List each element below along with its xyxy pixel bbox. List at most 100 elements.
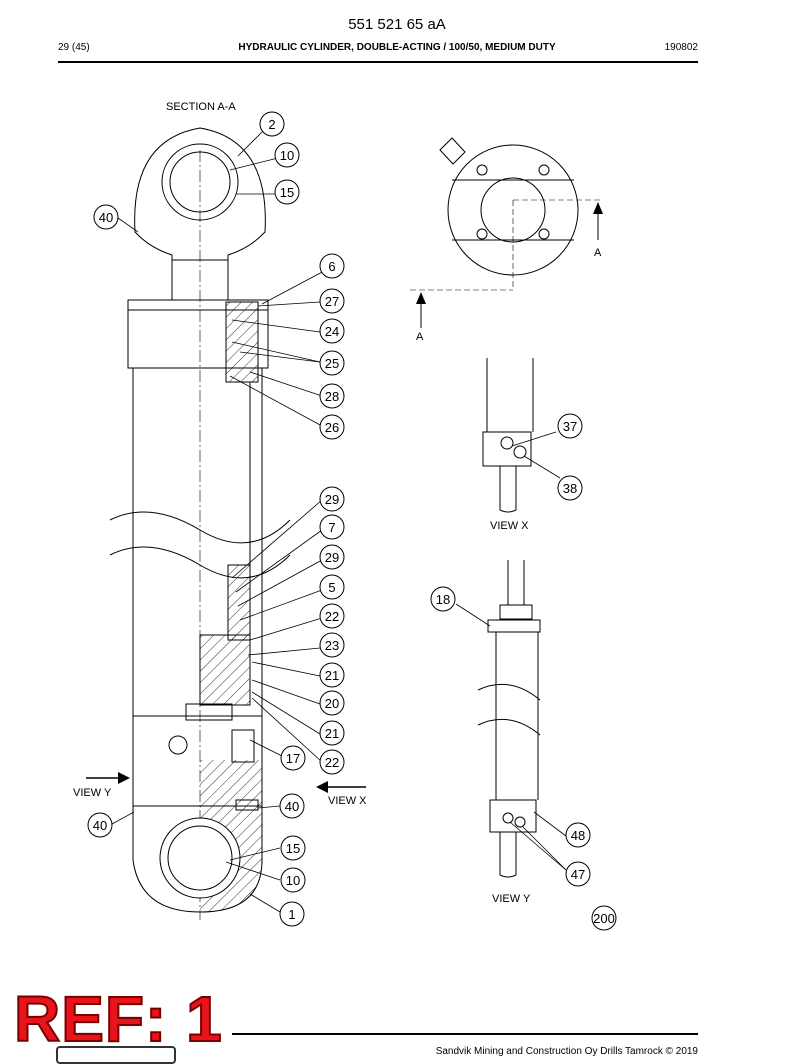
- page-number: 29 (45): [58, 42, 90, 53]
- callout-circle: [280, 835, 306, 861]
- callout-2: 2: [259, 111, 285, 137]
- callout-number: 29: [325, 550, 339, 565]
- callout-20: 20: [319, 690, 345, 716]
- callout-number: 15: [286, 841, 300, 856]
- grease-nipple: [235, 799, 259, 811]
- section-arrow-left: [416, 292, 426, 304]
- callout-25: 25: [319, 350, 345, 376]
- callout-number: 48: [571, 828, 585, 843]
- view-y-drawing: [477, 560, 541, 878]
- callout-number: 20: [325, 696, 339, 711]
- callout-10: 10: [280, 867, 306, 893]
- callout-number: 28: [325, 389, 339, 404]
- callout-37: 37: [557, 413, 583, 439]
- copyright-text: Sandvik Mining and Construction Oy Drill…: [435, 1046, 698, 1057]
- callout-circle: [557, 413, 583, 439]
- callout-number: 22: [325, 755, 339, 770]
- callout-circle: [319, 749, 345, 775]
- callout-number: 1: [288, 907, 295, 922]
- callout-number: 6: [328, 259, 335, 274]
- head-section-hatch: [225, 301, 259, 383]
- callout-circle: [274, 142, 300, 168]
- callout-circle: [279, 793, 305, 819]
- top-rod-eye: [134, 127, 266, 261]
- callout-5: 5: [319, 574, 345, 600]
- callout-number: 5: [328, 580, 335, 595]
- callout-40: 40: [93, 204, 119, 230]
- callout-bubbles: 2 10 15 40 6 27 24 25 28 26 29 7 29 5 22 23 21 20 21 22 17 40…: [87, 111, 617, 931]
- callout-circle: [557, 475, 583, 501]
- callout-circle: [319, 253, 345, 279]
- piston-section-hatch: [227, 564, 251, 641]
- callout-48: 48: [565, 822, 591, 848]
- callout-circle: [259, 111, 285, 137]
- callout-10: 10: [274, 142, 300, 168]
- callout-22: 22: [319, 749, 345, 775]
- callout-circle: [319, 690, 345, 716]
- callout-number: 21: [325, 726, 339, 741]
- callout-circle: [319, 486, 345, 512]
- callout-number: 10: [280, 148, 294, 163]
- end-view: [410, 137, 603, 328]
- callout-circle: [319, 574, 345, 600]
- callout-38: 38: [557, 475, 583, 501]
- section-label: SECTION A-A: [166, 101, 236, 113]
- callout-number: 10: [286, 873, 300, 888]
- callout-circle: [319, 662, 345, 688]
- view-y-caption: VIEW Y: [492, 893, 531, 905]
- view-x-arrow: [316, 781, 328, 793]
- callout-number: 23: [325, 638, 339, 653]
- callout-21: 21: [319, 662, 345, 688]
- callout-29: 29: [319, 544, 345, 570]
- callout-circle: [93, 204, 119, 230]
- view-y-pointer-label: VIEW Y: [73, 787, 112, 799]
- piston-body-hatch: [199, 634, 251, 706]
- callout-number: 47: [571, 867, 585, 882]
- callout-7: 7: [319, 514, 345, 540]
- callout-6: 6: [319, 253, 345, 279]
- callout-circle: [319, 350, 345, 376]
- callout-circle: [319, 603, 345, 629]
- callout-circle: [319, 288, 345, 314]
- valve-cartridge: [231, 729, 255, 763]
- callout-22: 22: [319, 603, 345, 629]
- view-y-arrow: [118, 772, 130, 784]
- callout-number: 2: [268, 117, 275, 132]
- callout-29: 29: [319, 486, 345, 512]
- callout-circle: [274, 179, 300, 205]
- view-x-pointer-label: VIEW X: [328, 795, 367, 807]
- callout-number: 40: [99, 210, 113, 225]
- callout-21: 21: [319, 720, 345, 746]
- callout-number: 18: [436, 592, 450, 607]
- end-view-fitting: [439, 137, 466, 165]
- callout-circle: [319, 632, 345, 658]
- callout-circle: [319, 720, 345, 746]
- header-rule: [58, 61, 698, 63]
- callout-number: 37: [563, 419, 577, 434]
- cylinder-head: [127, 299, 269, 369]
- section-arrow-top: [593, 202, 603, 214]
- callout-number: 27: [325, 294, 339, 309]
- callout-15: 15: [280, 835, 306, 861]
- callout-18: 18: [430, 586, 456, 612]
- callout-24: 24: [319, 318, 345, 344]
- callout-circle: [319, 414, 345, 440]
- valve-port: [168, 735, 188, 755]
- callout-circle: [319, 514, 345, 540]
- callout-number: 40: [93, 818, 107, 833]
- callout-17: 17: [280, 745, 306, 771]
- callout-number: 26: [325, 420, 339, 435]
- callout-number: 29: [325, 492, 339, 507]
- callout-number: 25: [325, 356, 339, 371]
- callout-circle: [319, 383, 345, 409]
- callout-27: 27: [319, 288, 345, 314]
- view-arrows: [86, 772, 366, 793]
- callout-40: 40: [279, 793, 305, 819]
- callout-26: 26: [319, 414, 345, 440]
- callout-number: 7: [328, 520, 335, 535]
- callout-number: 22: [325, 609, 339, 624]
- callout-number: 38: [563, 481, 577, 496]
- footer-rule: [232, 1033, 698, 1035]
- callout-circle: [565, 861, 591, 887]
